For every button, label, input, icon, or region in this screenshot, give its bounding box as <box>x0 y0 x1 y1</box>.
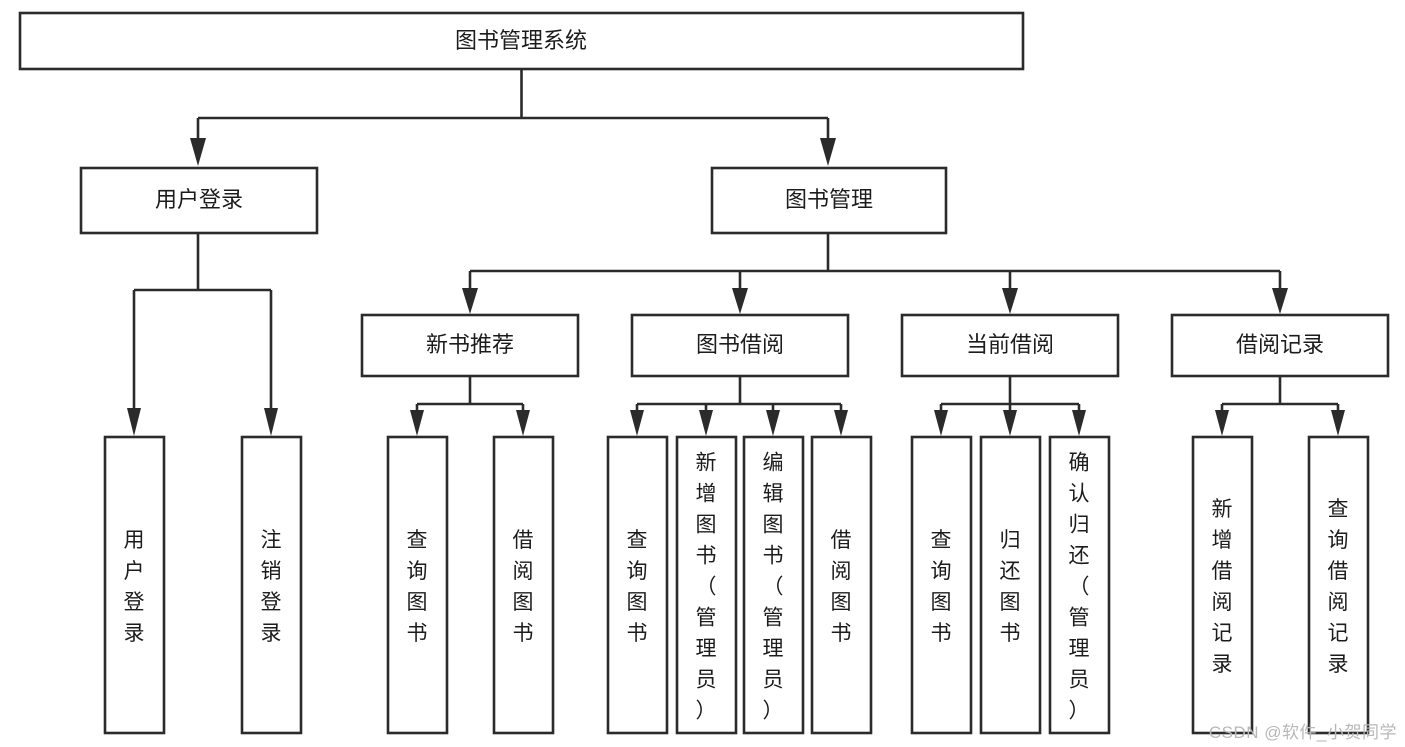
node-leaf-borrow-book-2[interactable]: 借阅图书 <box>810 435 873 735</box>
connectors <box>127 69 1345 436</box>
node-leaf-edit-book-box[interactable] <box>742 435 805 735</box>
arrow-to-leaf-confirm-return <box>1072 410 1086 436</box>
arrow-to-borrow-record <box>1272 288 1288 314</box>
node-leaf-confirm-return-label: 确认归还（管理员） <box>1069 452 1090 723</box>
arrow-to-current-borrow <box>1002 288 1018 314</box>
node-leaf-user-login[interactable]: 用户登录 <box>103 435 166 735</box>
node-leaf-query-book-3-box[interactable] <box>910 435 973 735</box>
node-current-borrow-box[interactable] <box>900 313 1120 378</box>
node-leaf-query-book-1-box[interactable] <box>386 435 449 735</box>
node-leaf-return-book-label: 归还图书 <box>1000 529 1021 645</box>
arrow-to-leaf-query-book-2 <box>630 410 644 436</box>
node-leaf-query-book-3[interactable]: 查询图书 <box>910 435 973 735</box>
node-new-book-recommend-label: 新书推荐 <box>426 332 514 357</box>
arrow-to-leaf-query-book-1 <box>410 410 424 436</box>
node-root[interactable]: 图书管理系统 <box>18 11 1025 71</box>
node-leaf-add-book-label: 新增图书（管理员） <box>696 452 717 723</box>
node-borrow-record-box[interactable] <box>1170 313 1390 378</box>
node-borrow-record[interactable]: 借阅记录 <box>1170 313 1390 378</box>
node-book-manage-box[interactable] <box>710 166 948 235</box>
node-leaf-borrow-book-1-box[interactable] <box>492 435 555 735</box>
node-leaf-query-record-box[interactable] <box>1307 435 1370 735</box>
node-leaf-borrow-book-2-label: 借阅图书 <box>831 529 852 645</box>
node-book-manage[interactable]: 图书管理 <box>710 166 948 235</box>
node-leaf-query-book-2-label: 查询图书 <box>627 529 648 645</box>
node-leaf-query-book-3-label: 查询图书 <box>931 529 952 645</box>
node-leaf-add-book-box[interactable] <box>675 435 738 735</box>
node-current-borrow-label: 当前借阅 <box>966 332 1054 357</box>
node-leaf-borrow-book-1-label: 借阅图书 <box>513 529 534 645</box>
node-leaf-confirm-return[interactable]: 确认归还（管理员） <box>1048 435 1111 735</box>
node-leaf-edit-book[interactable]: 编辑图书（管理员） <box>742 435 805 735</box>
arrow-to-user-login <box>190 138 206 166</box>
node-leaf-return-book-box[interactable] <box>979 435 1042 735</box>
node-new-book-recommend[interactable]: 新书推荐 <box>360 313 580 378</box>
arrow-to-leaf-query-record <box>1331 410 1345 436</box>
node-leaf-query-book-2[interactable]: 查询图书 <box>606 435 669 735</box>
node-leaf-add-book[interactable]: 新增图书（管理员） <box>675 435 738 735</box>
node-leaf-add-record-label: 新增借阅记录 <box>1212 498 1233 676</box>
csdn-watermark: CSDN @软件_小贺同学 <box>1208 723 1397 742</box>
node-leaf-user-login-box[interactable] <box>103 435 166 735</box>
arrow-to-leaf-logout-login <box>264 408 278 436</box>
node-user-login-box[interactable] <box>79 166 319 235</box>
arrow-to-leaf-user-login <box>127 408 141 436</box>
node-leaf-edit-book-label: 编辑图书（管理员） <box>763 452 784 723</box>
node-book-borrow-label: 图书借阅 <box>696 332 784 357</box>
arrow-to-book-borrow <box>732 288 748 314</box>
arrow-to-leaf-borrow-book-2 <box>834 410 848 436</box>
node-leaf-return-book[interactable]: 归还图书 <box>979 435 1042 735</box>
arrow-to-leaf-edit-book <box>766 410 780 436</box>
node-user-login[interactable]: 用户登录 <box>79 166 319 235</box>
arrow-to-leaf-add-book <box>699 410 713 436</box>
node-leaf-query-book-1[interactable]: 查询图书 <box>386 435 449 735</box>
node-leaf-query-record-label: 查询借阅记录 <box>1328 498 1349 676</box>
node-leaf-logout-login-label: 注销登录 <box>261 529 282 645</box>
node-borrow-record-label: 借阅记录 <box>1236 332 1324 357</box>
node-leaf-borrow-book-2-box[interactable] <box>810 435 873 735</box>
node-leaf-query-book-2-box[interactable] <box>606 435 669 735</box>
node-current-borrow[interactable]: 当前借阅 <box>900 313 1120 378</box>
node-book-manage-label: 图书管理 <box>785 187 873 212</box>
arrow-to-leaf-query-book-3 <box>934 410 948 436</box>
node-root-box[interactable] <box>18 11 1025 71</box>
node-leaf-logout-login[interactable]: 注销登录 <box>240 435 303 735</box>
node-leaf-user-login-label: 用户登录 <box>124 529 145 645</box>
node-leaf-add-record-box[interactable] <box>1191 435 1254 735</box>
node-new-book-recommend-box[interactable] <box>360 313 580 378</box>
node-leaf-query-record[interactable]: 查询借阅记录 <box>1307 435 1370 735</box>
arrow-to-leaf-add-record <box>1215 410 1229 436</box>
arrow-to-new-book-recommend <box>462 288 478 314</box>
node-leaf-confirm-return-box[interactable] <box>1048 435 1111 735</box>
node-leaf-logout-login-box[interactable] <box>240 435 303 735</box>
arrow-to-book-manage <box>820 138 836 166</box>
node-book-borrow-box[interactable] <box>630 313 850 378</box>
node-leaf-query-book-1-label: 查询图书 <box>407 529 428 645</box>
node-root-label: 图书管理系统 <box>455 28 587 53</box>
node-user-login-label: 用户登录 <box>155 187 243 212</box>
node-leaf-add-record[interactable]: 新增借阅记录 <box>1191 435 1254 735</box>
arrow-to-leaf-return-book <box>1003 410 1017 436</box>
node-book-borrow[interactable]: 图书借阅 <box>630 313 850 378</box>
arrow-to-leaf-borrow-book-1 <box>516 410 530 436</box>
node-leaf-borrow-book-1[interactable]: 借阅图书 <box>492 435 555 735</box>
